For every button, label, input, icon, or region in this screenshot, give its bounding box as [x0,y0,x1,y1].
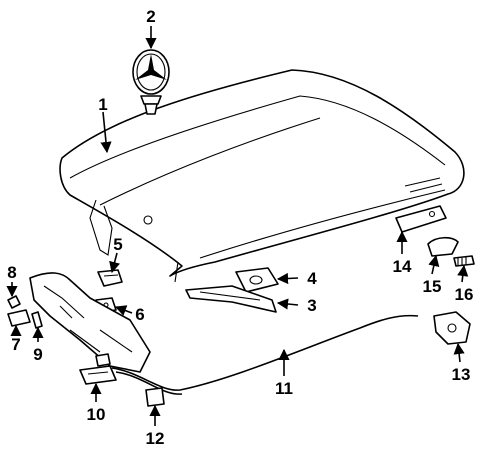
part-5-clip [97,269,123,287]
callout-15: 15 [423,277,442,296]
part-3-plate [185,285,277,313]
hood-panel [59,69,465,283]
callout-5: 5 [113,235,122,254]
callout-4: 4 [307,269,317,288]
callout-3: 3 [307,296,316,315]
part-13-latch [433,311,471,345]
callout-6: 6 [135,305,144,324]
part-7-bracket [7,309,31,327]
part-8-clip [7,295,21,309]
callout-13: 13 [452,365,471,384]
part-15-stop [427,236,459,257]
support-panel [29,272,151,373]
part-9-pin [31,311,43,329]
part-11-cable [111,314,419,395]
callout-10: 10 [87,405,106,424]
callout-11: 11 [275,379,293,398]
callout-14: 14 [393,257,412,276]
part-16-spring [453,255,475,267]
part-12-handle [145,387,165,407]
callout-1: 1 [98,95,107,114]
callout-8: 8 [7,263,16,282]
callout-16: 16 [455,285,474,304]
callout-2: 2 [146,7,155,26]
callout-9: 9 [33,345,42,364]
part-10-lock [79,353,117,385]
leader-lines [6,26,469,426]
callout-12: 12 [146,429,165,448]
callout-7: 7 [11,335,20,354]
part-4-bracket [235,267,279,293]
part-14-hinge [395,205,447,233]
hood-star-emblem [132,49,170,115]
